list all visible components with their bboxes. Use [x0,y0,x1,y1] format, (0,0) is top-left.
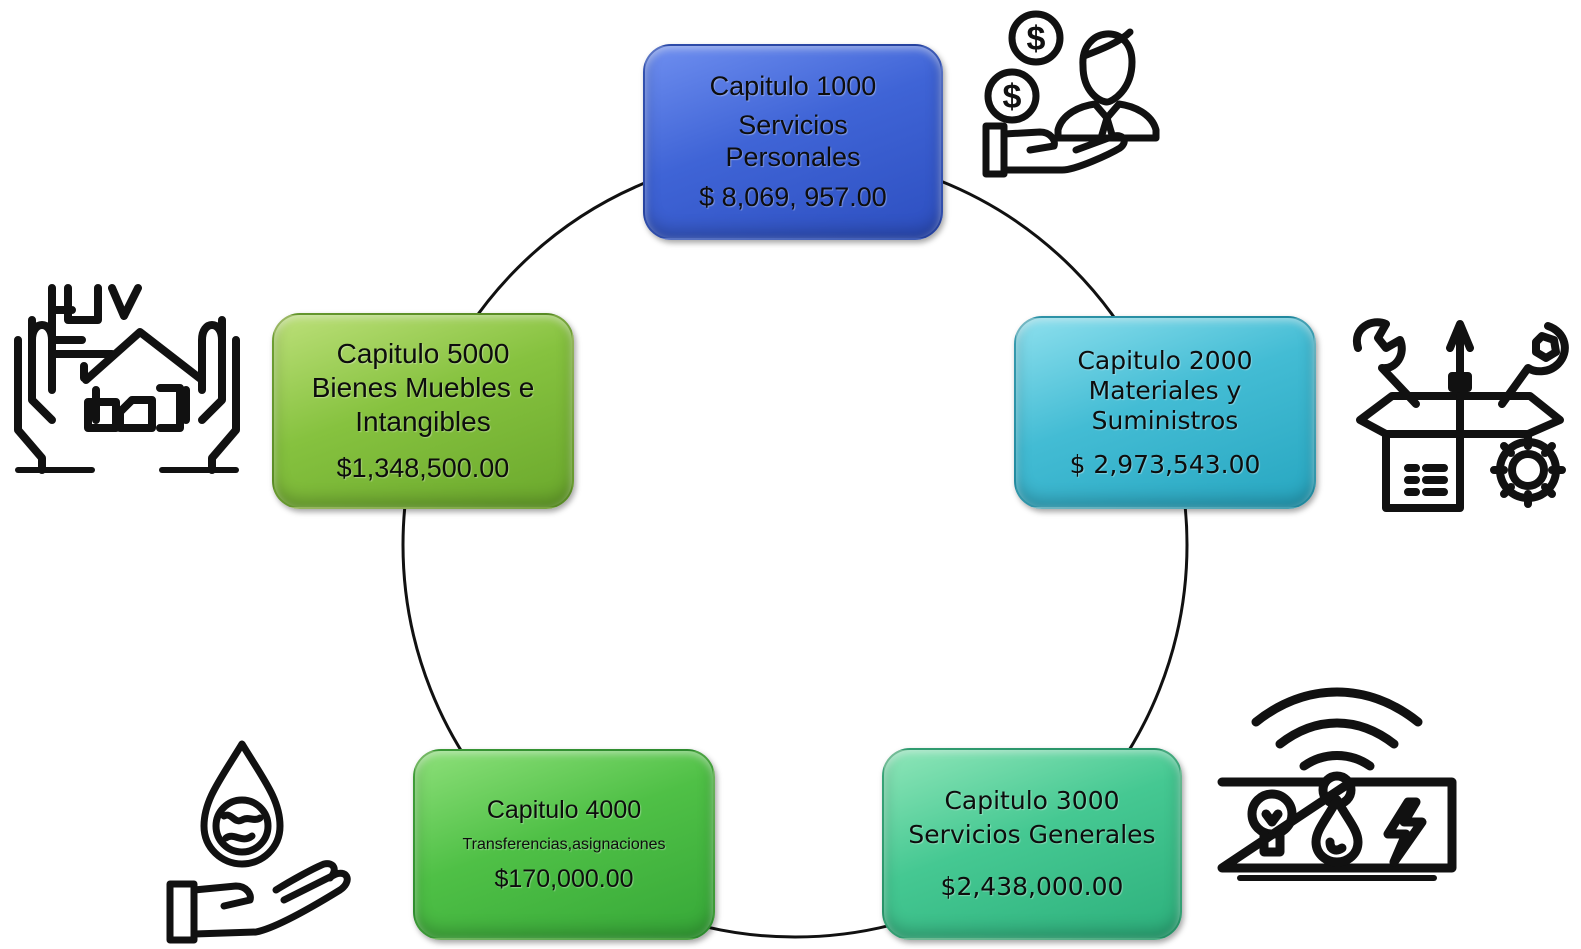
node-amount: $1,348,500.00 [336,453,510,484]
node-title: Capitulo 1000 [709,71,877,102]
node-desc-line: Transferencias,asignaciones [462,835,666,853]
node-desc-line: Bienes Muebles e [311,372,535,403]
node-desc-line: Materiales y [1088,375,1242,405]
node-title: Capitulo 4000 [486,795,642,824]
node-amount: $170,000.00 [494,865,634,894]
node-desc-line: Servicios [738,109,848,140]
house-property-hands-icon [14,284,240,474]
node-title: Capitulo 3000 [944,786,1120,815]
node-amount: $2,438,000.00 [940,872,1124,901]
node-capitulo-3000: Capitulo 3000 Servicios Generales $2,438… [882,748,1182,940]
utilities-services-icon [1217,687,1457,881]
node-capitulo-1000: Capitulo 1000 Servicios Personales $ 8,0… [643,44,943,240]
tools-supplies-icon [1352,318,1569,512]
node-amount: $ 8,069, 957.00 [699,182,887,213]
node-desc-line: Personales [725,142,861,172]
node-desc-line: Intangibles [355,405,491,437]
svg-text:$: $ [1003,78,1022,116]
employee-salary-icon: $ $ [982,10,1160,178]
node-capitulo-5000: Capitulo 5000 Bienes Muebles e Intangibl… [272,313,574,509]
node-capitulo-2000: Capitulo 2000 Materiales y Suministros $… [1014,316,1316,509]
node-title: Capitulo 2000 [1077,345,1253,375]
node-amount: $ 2,973,543.00 [1069,449,1261,479]
node-capitulo-4000: Capitulo 4000 Transferencias,asignacione… [413,749,715,940]
svg-text:$: $ [1027,20,1046,58]
node-title: Capitulo 5000 [336,338,510,370]
node-desc-line: Servicios Generales [908,820,1156,849]
node-desc-line: Suministros [1091,405,1239,435]
earth-drop-hand-icon [166,740,351,944]
